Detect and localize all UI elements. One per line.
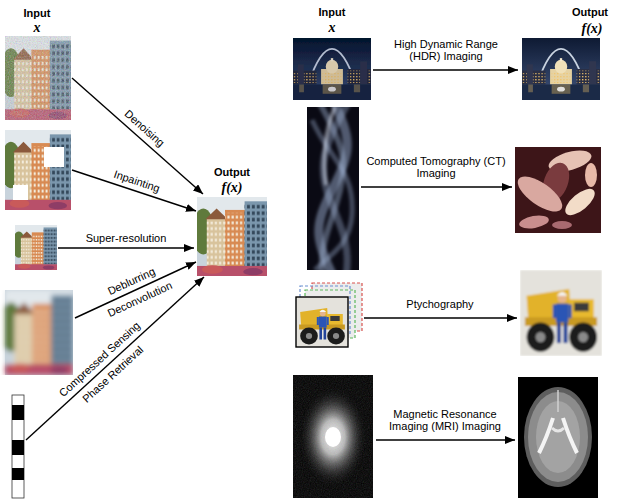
low-resolution-image [12,225,57,270]
brain-image [518,377,598,498]
k-space-image-part-part [293,375,373,498]
math-symbol: x [329,20,336,36]
noisy-image [0,36,71,120]
blurred-image [0,290,73,375]
masked-image [0,130,71,210]
brain-image-part [539,418,553,453]
math-symbol: x [34,20,41,36]
masked-image-part [44,147,64,167]
modality-arrow-part [373,69,518,70]
sinogram-image [307,100,359,276]
noisy-image-part [0,36,71,120]
ct-phantom-image [512,147,601,233]
column-heading: Output [214,166,250,179]
measurement-vector-part [12,405,24,420]
column-heading: Output [572,6,608,19]
arrow-label: High Dynamic Range (HDR) Imaging [387,38,505,63]
column-heading: Input [319,6,346,19]
brain-image-part [524,387,592,487]
column-heading: Input [24,7,51,20]
hdr-input-image-part [293,38,371,100]
ct-phantom-image-part-part [585,163,597,187]
task-arrow [26,78,204,440]
noisy-image-part [5,36,71,120]
k-space-image [293,375,373,498]
brain-image-part [518,377,598,498]
ct-phantom-image-part-part [518,213,550,230]
sinogram-image-part-part [323,107,350,270]
blurred-image-part [0,290,73,375]
modality-arrow [361,70,518,440]
ptychography-output-image-part [520,270,602,356]
arrow-label: Magnetic Resonance Imaging (MRI) Imaging [381,408,509,433]
task-arrow-part [75,262,196,318]
ct-phantom-image-part-part [515,170,568,218]
math-symbol: f(x) [582,21,603,37]
hdr-input-image [293,38,371,100]
measurement-vector-part [12,395,24,498]
measurement-vector-part [12,468,24,480]
k-space-image-part-part [325,427,341,447]
k-space-image-part [293,375,373,498]
low-resolution-image-part [12,225,57,270]
masked-image-part [0,130,71,210]
arrow-label: Denoising [122,108,167,150]
diffraction-frames [296,283,362,347]
ptychography-output-image [520,270,602,356]
hdr-output-image-part [522,38,600,100]
measurement-vector-part [12,440,24,455]
sinogram-image-part-part [312,120,352,270]
arrow-label: Super-resolution [86,232,167,245]
diffraction-frames-part [296,297,348,347]
diffraction-frames-part [296,297,348,347]
modality-arrow-part [361,186,512,187]
restored-image [192,197,267,276]
modality-arrow-part [364,317,517,318]
sinogram-image-part-part [324,107,335,185]
brain-image-part [563,418,577,453]
ct-phantom-image-part [515,147,599,231]
hdr-output-image [522,38,600,100]
restored-image-part [192,197,267,276]
masked-image-part [13,185,28,200]
brain-image-part [557,390,559,412]
ct-phantom-image-part-part [561,184,599,219]
measurement-vector [12,395,24,498]
arrow-label: Ptychography [370,298,510,311]
brain-image-part [552,428,564,431]
arrow-label: Computed Tomography (CT) Imaging [361,155,511,180]
modality-arrow-part [376,439,515,440]
arrow-label: Inpainting [112,168,161,195]
k-space-image-part [293,375,373,498]
sinogram-image-part [312,107,352,270]
math-symbol: f(x) [222,180,243,196]
task-arrow-part [26,277,204,440]
ct-phantom-image-part-part [552,221,572,229]
task-arrow-part [58,247,194,248]
